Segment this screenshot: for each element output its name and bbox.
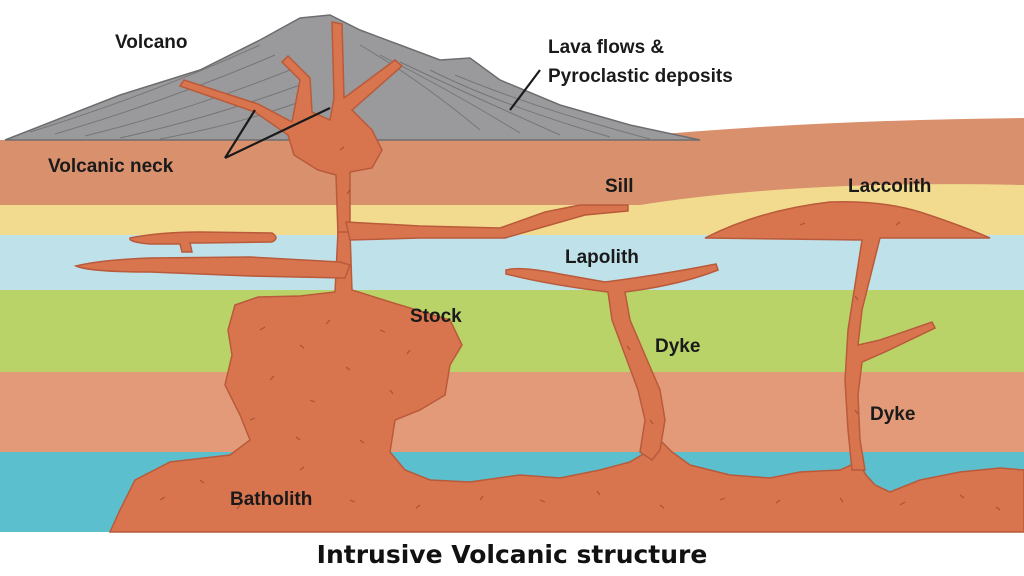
neck-leader-1 [224,109,256,159]
neck-leader-2 [224,107,331,159]
stratum-green [0,290,1024,372]
magma-intrusions [73,21,1024,533]
sill-shape [345,204,629,241]
left-lower-sill [73,256,351,279]
left-upper-sill [129,231,277,253]
label-batholith: Batholith [230,489,312,510]
label-stock: Stock [410,306,462,327]
label-dyke-right: Dyke [870,404,915,425]
labels: Volcano Lava flows & Pyroclastic deposit… [48,32,931,510]
label-laccolith: Laccolith [848,176,931,197]
lava-leader [509,69,541,111]
label-lava-line2: Pyroclastic deposits [548,66,733,87]
stratum-top-brown [0,118,1024,205]
label-volcano: Volcano [115,32,188,53]
volcanic-neck-shape [178,21,404,236]
diagram-caption: Intrusive Volcanic structure [317,540,708,569]
label-lava-line1: Lava flows & [548,37,664,58]
label-sill: Sill [605,176,634,197]
label-lapolith: Lapolith [565,247,639,268]
label-volcanic-neck: Volcanic neck [48,156,174,177]
batholith-shape [108,231,1024,533]
label-dyke-center: Dyke [655,336,700,357]
laccolith-dyke-shape [704,200,991,471]
lapolith-dyke-shape [505,263,719,462]
leader-lines [224,69,541,159]
